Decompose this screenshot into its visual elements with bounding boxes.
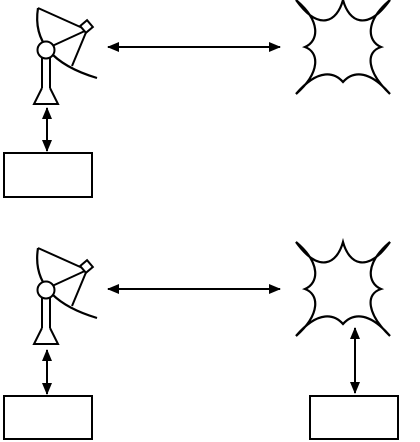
bottom-panel <box>3 240 399 440</box>
satellite-dish-icon <box>32 6 99 106</box>
dish-processor-box <box>3 152 93 198</box>
dish-processor-box <box>3 395 93 440</box>
explosion-burst-icon <box>294 0 392 96</box>
satellite-dish-icon <box>32 246 99 346</box>
object-processor-box <box>309 395 399 440</box>
explosion-burst-icon <box>294 240 392 338</box>
top-panel <box>3 0 392 198</box>
